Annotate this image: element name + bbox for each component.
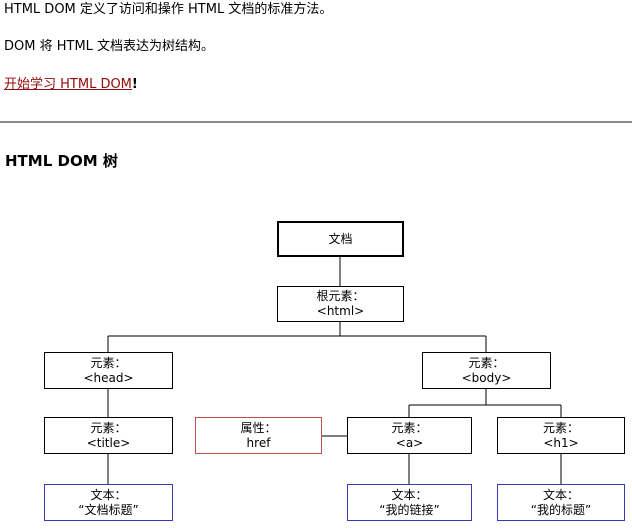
- node-a: 元素： <a>: [347, 417, 472, 454]
- node-title: 元素： <title>: [44, 417, 173, 454]
- node-text-h1-value: “我的标题”: [530, 502, 592, 517]
- node-body-tag: <body>: [461, 370, 512, 385]
- node-body-label: 元素：: [468, 355, 505, 370]
- node-text-link-value: “我的链接”: [379, 502, 440, 517]
- node-title-tag: <title>: [86, 435, 131, 450]
- node-attribute-href: 属性： href: [195, 417, 322, 454]
- node-document: 文档: [277, 221, 404, 257]
- intro-paragraph-1: HTML DOM 定义了访问和操作 HTML 文档的标准方法。: [4, 2, 333, 17]
- intro-paragraph-2: DOM 将 HTML 文档表达为树结构。: [4, 39, 215, 54]
- node-document-label: 文档: [328, 231, 353, 246]
- node-a-tag: <a>: [395, 435, 424, 450]
- node-text-document-title: 文本： “文档标题”: [44, 484, 173, 521]
- node-title-label: 元素：: [90, 420, 127, 435]
- start-learning-link[interactable]: 开始学习 HTML DOM: [4, 77, 132, 92]
- node-attribute-value: href: [246, 435, 271, 450]
- node-text-title-value: “文档标题”: [78, 502, 139, 517]
- intro-paragraph-3: 开始学习 HTML DOM!: [4, 77, 138, 93]
- node-text-link-label: 文本：: [391, 487, 428, 502]
- link-exclamation: !: [131, 77, 138, 92]
- node-root-html: 根元素： <html>: [277, 286, 404, 322]
- node-a-label: 元素：: [391, 420, 428, 435]
- node-body: 元素： <body>: [422, 352, 551, 389]
- node-h1-label: 元素：: [542, 420, 579, 435]
- horizontal-rule: [0, 121, 632, 123]
- node-root-tag: <html>: [316, 304, 365, 318]
- section-title: HTML DOM 树: [5, 152, 118, 170]
- node-text-h1-label: 文本：: [542, 487, 579, 502]
- node-text-title-label: 文本：: [90, 487, 127, 502]
- node-text-my-heading: 文本： “我的标题”: [497, 484, 625, 521]
- node-text-my-link: 文本： “我的链接”: [347, 484, 472, 521]
- node-head-tag: <head>: [83, 370, 134, 385]
- node-root-label: 根元素：: [316, 289, 365, 303]
- node-head-label: 元素：: [90, 355, 127, 370]
- node-h1-tag: <h1>: [543, 435, 579, 450]
- node-h1: 元素： <h1>: [497, 417, 625, 454]
- node-head: 元素： <head>: [44, 352, 173, 389]
- node-attribute-label: 属性：: [240, 420, 277, 435]
